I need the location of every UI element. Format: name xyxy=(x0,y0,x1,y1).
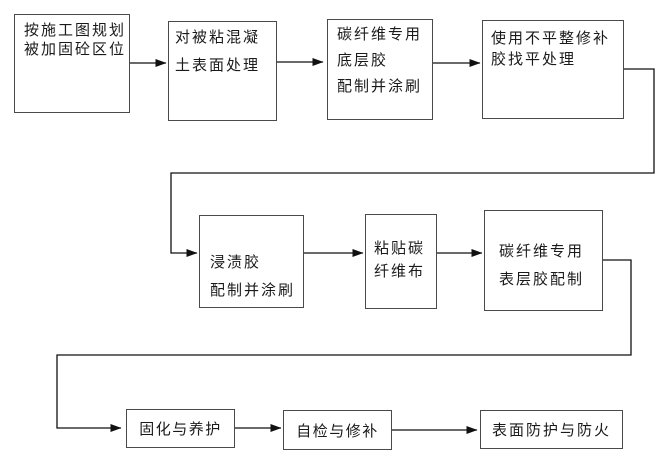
step-text-line: 按施工图规划 xyxy=(24,22,127,39)
step-text-line: 配制并涂刷 xyxy=(210,282,296,299)
step-leveling-repair: 使用不平整修补 胶找平处理 xyxy=(482,20,624,119)
step-text-line: 粘贴碳 xyxy=(374,240,426,257)
step-text-line: 碳纤维专用 xyxy=(499,243,585,260)
step-text-line: 表面防护与防火 xyxy=(491,422,611,439)
step-self-inspection: 自检与修补 xyxy=(283,410,392,450)
step-surface-protection: 表面防护与防火 xyxy=(480,410,623,449)
step-text-line: 土表面处理 xyxy=(175,57,261,74)
step-text-line: 自检与修补 xyxy=(296,422,379,440)
step-impregnating-adhesive: 浸渍胶 配制并涂刷 xyxy=(199,215,304,308)
step-text-line: 纤维布 xyxy=(374,263,426,280)
step-text-line: 胶找平处理 xyxy=(491,51,577,68)
step-text-line: 表层胶配制 xyxy=(499,271,585,288)
step-surface-treatment: 对被粘混凝 土表面处理 xyxy=(168,21,277,121)
step-curing: 固化与养护 xyxy=(126,409,235,448)
step-primer-adhesive: 碳纤维专用 底层胶 配制并涂刷 xyxy=(327,19,433,120)
step-text-line: 配制并涂刷 xyxy=(337,78,423,95)
step-paste-carbon-fiber: 粘贴碳 纤维布 xyxy=(365,214,437,309)
step-text-line: 对被粘混凝 xyxy=(175,29,261,46)
step-topcoat-adhesive: 碳纤维专用 表层胶配制 xyxy=(484,210,603,311)
step-text-line: 使用不平整修补 xyxy=(491,30,611,47)
step-text-line: 碳纤维专用 xyxy=(337,26,423,43)
step-text-line: 底层胶 xyxy=(337,52,389,69)
step-text-line: 浸渍胶 xyxy=(210,254,262,271)
step-plan-layout: 按施工图规划 被加固砼区位 xyxy=(14,14,130,113)
step-text-line: 固化与养护 xyxy=(139,421,222,438)
step-text-line: 被加固砼区位 xyxy=(24,41,127,58)
